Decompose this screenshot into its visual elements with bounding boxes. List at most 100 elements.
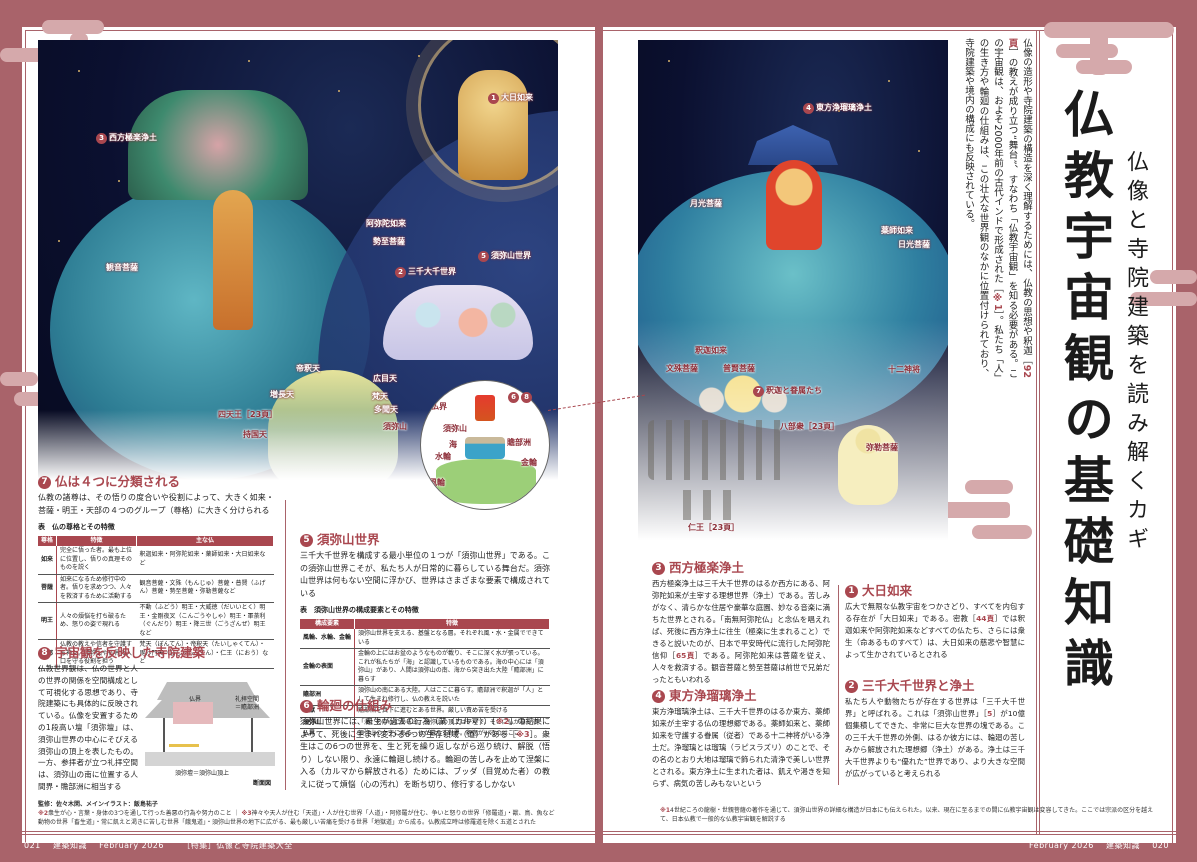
body-text: 私たち人や動物たちが存在する世界は「三千大千世界」と呼ばれる。これは「須弥山世界…	[845, 697, 1025, 718]
label-number: 2	[395, 267, 406, 278]
note-text: 4世紀ころの龍樹・世親菩薩の著作を通じて、須弥山世界の詳細な構造が日本にも伝えら…	[660, 807, 1154, 823]
label-water-wheel: 水輪	[435, 452, 451, 461]
label-number: 7	[753, 386, 764, 397]
label-west-pureland: 西方極楽浄土	[109, 133, 157, 142]
table-row: 仏界須弥山の上空にある、仏が暮らす世界。釈迦がいるのはここ	[300, 728, 550, 741]
col-header: 特徴	[354, 618, 550, 629]
temple-cross-section-diagram: 仏界 礼拝空間 ＝贍部洲 須弥壇＝須弥山頂上 断面図	[145, 672, 280, 787]
page-subtitle: 仏像と寺院建築を読み解くカギ	[1123, 150, 1148, 556]
cell: 如来になるため修行中の者。悟りを求めつつ、人々を救済するために活動する	[56, 574, 137, 603]
label-number: 5	[478, 251, 489, 262]
note-label: ※3	[241, 810, 252, 817]
section-heading: 仏は４つに分類される	[55, 474, 181, 489]
section-body: 仏教の諸尊は、その悟りの度合いや役割によって、大きく如来・菩薩・明王・天部の４つ…	[38, 493, 274, 515]
dainichi-halo	[418, 40, 558, 190]
label-twelve-generals: 十二神将	[888, 365, 920, 374]
col-header: 特徴	[56, 535, 138, 546]
magazine-name-left: 建築知識	[52, 841, 87, 850]
diagram-label-worship-2: ＝贍部洲	[235, 704, 260, 711]
label-shaka-retinue: 釈迦と眷属たち	[766, 386, 822, 395]
label-sumeru-world: 須弥山世界	[491, 251, 531, 260]
section-body: 須弥山世界には、衆生が過去の行為（業〈カルマ〉）［※2］の結果によって、死後に生…	[300, 716, 550, 791]
amida-pavilion	[128, 90, 308, 200]
label-hachibushu: 八部衆［23頁］	[780, 422, 840, 431]
issue-date-right: February 2026	[1029, 841, 1094, 850]
diagram-label-buddha-realm: 仏界	[189, 696, 202, 703]
ref-section-5[interactable]: 5	[987, 709, 993, 718]
ref-page-65[interactable]: 65頁	[675, 651, 695, 660]
cell: 金輪の上にはお盆のようなものが載り、そこに深く水が張っている。これが私たちが「海…	[354, 648, 550, 686]
body-text: ］が10億個集積してできた、非常に巨大な世界の塊である。この三千大千世界の外側、…	[845, 709, 1025, 778]
sumeru-elements-table: 構成要素特徴 風輪、水輪、金輪須弥山世界を支える、基盤となる層。それぞれ風・水・…	[300, 618, 550, 741]
deity-ranks-table: 尊格特徴主な仏 如来完全に悟った者。最も上位に位置し、悟りの真理そのものを説く釈…	[38, 535, 274, 669]
section-body: 私たち人や動物たちが存在する世界は「三千大千世界」と呼ばれる。これは「須弥山世界…	[845, 696, 1025, 780]
section-heading: 宇宙観を反映した寺院建築	[55, 645, 206, 660]
section-heading: 須弥山世界	[317, 532, 380, 547]
feature-title: ［特集］仏像と寺院建築大全	[182, 841, 293, 850]
lead-text-b: ］の教えが成り立つ“舞台”、すなわち「仏教宇宙観」を知る必要がある。この宇宙観は…	[992, 38, 1018, 379]
nio-figures	[683, 490, 733, 520]
label-east-pureland: 東方浄瑠璃浄土	[816, 103, 872, 112]
body-text: 広大で無限な仏教宇宙をつかさどり、すべてを内包する存在が「大日如来」である。密教…	[845, 602, 1025, 623]
cell: 仏界	[300, 728, 356, 741]
ref-note-3[interactable]: ※3	[516, 729, 530, 739]
section-2: 2 三千大千世界と浄土 私たち人や動物たちが存在する世界は「三千大千世界」と呼ばれ…	[845, 678, 1025, 780]
note-label: ※1	[660, 807, 671, 814]
note-label: ※2	[38, 810, 49, 817]
miroku-figure	[838, 425, 898, 505]
label-wind-wheel: 風輪	[429, 478, 445, 487]
label-seishi: 勢至菩薩	[373, 237, 405, 246]
cell: 風輪、水輪、金輪	[300, 629, 356, 649]
label-amida: 阿弥陀如来	[366, 219, 406, 228]
label-number: 3	[96, 133, 107, 144]
label-monju: 文殊菩薩	[666, 364, 698, 373]
section-number: 8	[38, 646, 51, 660]
body-text: ］である。阿弥陀如来は菩薩を従え、人々を救済する。観音菩薩と勢至菩薩は前世で兄弟…	[652, 651, 830, 684]
issue-date-left: February 2026	[99, 841, 164, 850]
label-number: 1	[488, 93, 499, 104]
cell: 人々の煩悩を打ち破るため、怒りの姿で現れる	[56, 602, 137, 640]
ref-note-2[interactable]: ※2	[495, 717, 510, 726]
section-number: 2	[845, 679, 858, 693]
cell: 釈迦如来・阿弥陀如来・薬師如来・大日如来など	[136, 546, 274, 575]
label-komokuten: 広目天	[373, 374, 397, 383]
label-number: 4	[803, 103, 814, 114]
cell: 金輪の表面	[300, 648, 356, 686]
section-heading: 三千大千世界と浄土	[862, 678, 975, 693]
footer-left: 021 建築知識 February 2026 ［特集］仏像と寺院建築大全	[24, 840, 293, 851]
ref-page-44[interactable]: 44頁	[976, 614, 995, 623]
cell: 如来	[38, 546, 58, 575]
page-title: 仏教宇宙観の基礎知識	[1056, 88, 1114, 698]
cell: 須弥山の上空にある、仏が暮らす世界。釈迦がいるのはここ	[354, 728, 550, 741]
body-text: 西方極楽浄土は三千大千世界のはるか西方にある、阿弥陀如来が主宰する理想世界（浄土…	[652, 579, 830, 660]
label-buddha-realm: 仏界	[431, 402, 447, 411]
lead-text-a: 仏像の造形や寺院建築の構造を深く理解するためには、仏教の思想や釈迦［	[1021, 38, 1032, 365]
diagram-caption: 断面図	[253, 780, 272, 787]
label-zojoten: 増長天	[270, 390, 294, 399]
section-heading: 東方浄瑠璃浄土	[669, 688, 757, 703]
hachibushu-figures	[648, 420, 788, 480]
label-kannon: 観音菩薩	[106, 263, 138, 272]
ref-note-1[interactable]: ※1	[992, 292, 1003, 311]
amida-figure	[213, 190, 253, 330]
label-gold-wheel: 金輪	[521, 458, 537, 467]
label-sanzen-world: 三千大千世界	[408, 267, 456, 276]
bubbles-three-thousand-worlds	[383, 285, 533, 360]
ref-page-92[interactable]: 92頁	[1006, 38, 1033, 378]
yakushi-figure	[766, 160, 822, 250]
section-body: 西方極楽浄土は三千大千世界のはるか西方にある、阿弥陀如来が主宰する理想世界（浄土…	[652, 578, 830, 686]
section-number: 7	[38, 475, 51, 489]
cell: 須弥山世界を支える、基盤となる層。それぞれ風・水・金属でできている	[354, 629, 550, 649]
note-text: 衆生が心・言葉・身体の3つを通して行った善悪の行為や努力のこと	[48, 810, 232, 817]
lead-text-c: ］。私たち「人」の生き方や輪廻の仕組みは、この壮大な世界観のなかに位置付けられて…	[963, 38, 1003, 378]
label-dainichi: 大日如来	[501, 93, 533, 102]
diagram-label-worship: 礼拝空間	[235, 696, 260, 703]
cell: 観音菩薩・文殊（もんじゅ）菩薩・普賢（ふげん）菩薩・勢至菩薩・弥勒菩薩など	[136, 574, 274, 603]
section-number: 1	[845, 584, 858, 598]
